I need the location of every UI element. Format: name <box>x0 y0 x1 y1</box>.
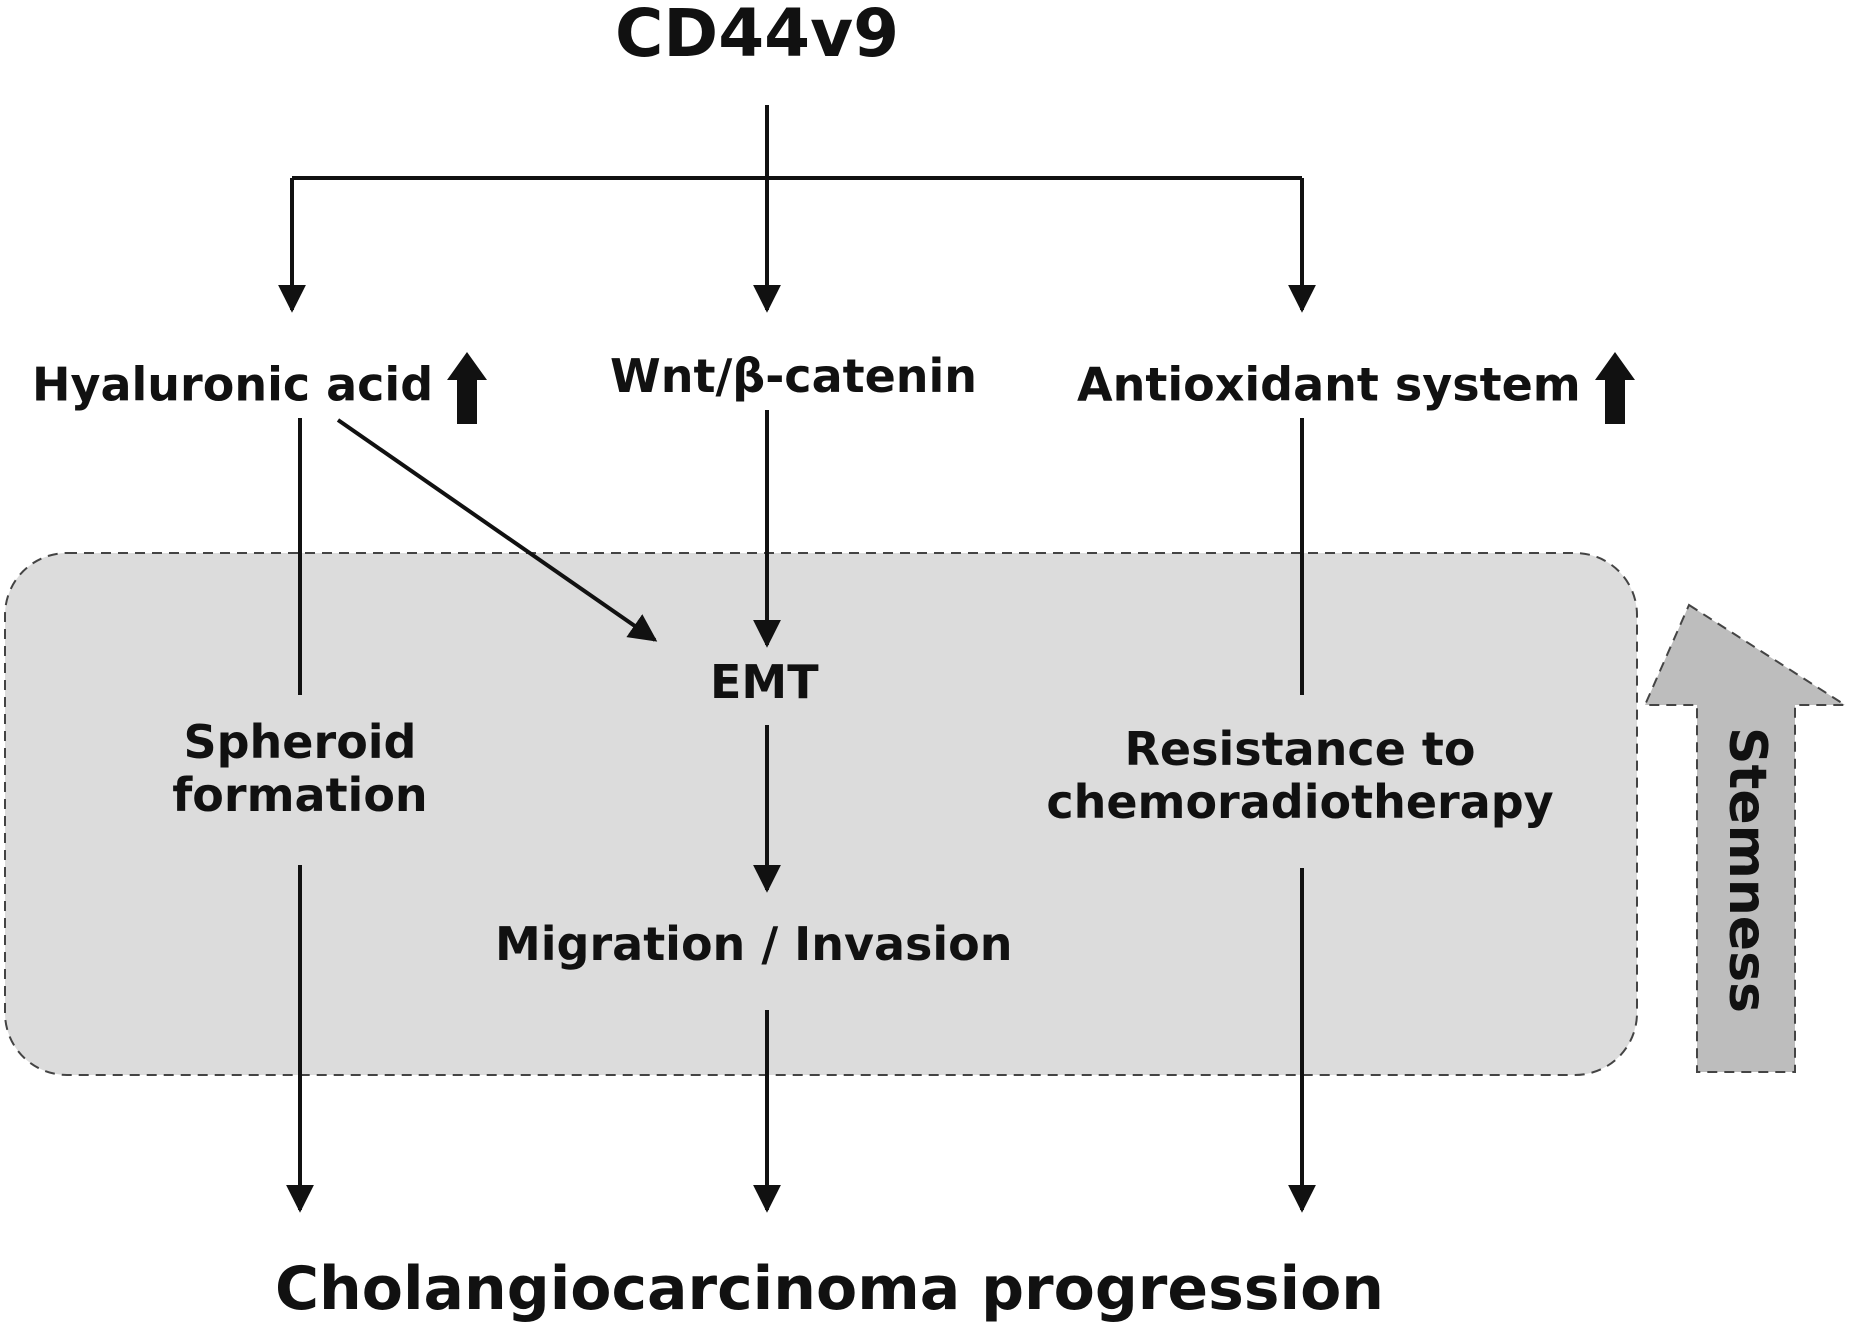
stemness-label: Stemness <box>1717 727 1777 1013</box>
node-hyaluronic-acid-label: Hyaluronic acid <box>32 357 434 412</box>
node-spheroid-formation: Spheroid formation <box>140 716 460 822</box>
spheroid-line-2: formation <box>172 767 428 822</box>
node-antioxidant-system: Antioxidant system <box>1077 352 1635 424</box>
node-wnt-beta-catenin: Wnt/β-catenin <box>610 349 978 403</box>
stemness-arrow <box>1643 603 1849 1073</box>
node-antioxidant-system-label: Antioxidant system <box>1077 357 1581 412</box>
increase-arrow-icon <box>447 352 488 424</box>
node-resistance-chemoradiotherapy: Resistance to chemoradiotherapy <box>1040 723 1560 829</box>
node-migration-invasion: Migration / Invasion <box>495 917 1013 971</box>
outcome-cholangiocarcinoma-progression: Cholangiocarcinoma progression <box>275 1254 1385 1324</box>
ha-to-emt <box>336 418 658 642</box>
increase-arrow-icon <box>1594 352 1635 424</box>
title-cd44v9: CD44v9 <box>615 0 900 72</box>
resistance-line-2: chemoradiotherapy <box>1046 774 1554 829</box>
node-emt: EMT <box>710 655 819 709</box>
resistance-line-1: Resistance to <box>1124 722 1476 776</box>
spheroid-line-1: Spheroid <box>183 715 417 769</box>
node-hyaluronic-acid: Hyaluronic acid <box>32 352 488 424</box>
stemness-region <box>4 552 1638 1076</box>
